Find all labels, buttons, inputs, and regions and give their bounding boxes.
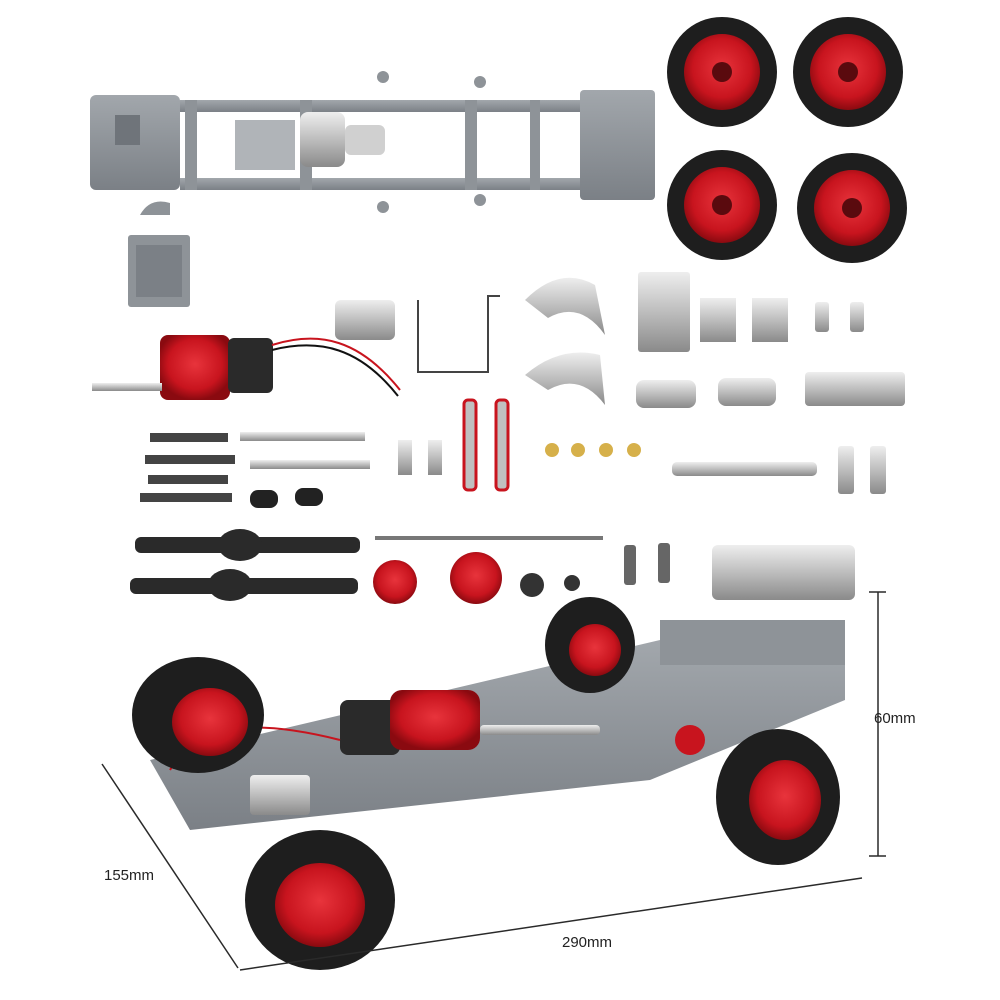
small-gray-clip-part [140,201,170,215]
silver-axle-bracket-part [805,372,905,406]
spare-wheel [667,150,777,260]
battery-tray-part [128,235,190,307]
spare-wheel [797,153,907,263]
chassis-wheel-front-right [545,597,635,693]
silver-bracket-part [700,298,736,342]
black-axle-housing-part [130,569,358,601]
dimension-line-length [239,877,863,971]
silver-steering-knuckle-part [718,378,776,406]
dimension-label-height: 60mm [874,710,916,727]
black-gear-part [520,573,580,597]
red-shock-absorber-part [462,398,510,492]
silver-suspension-arm-part [525,352,605,405]
steel-wire-part [417,295,500,373]
hex-adapter-part [624,543,670,585]
chassis-wheel-front-left [245,830,395,970]
steel-rod-part [375,536,603,540]
silver-gear-housing-part [335,300,395,340]
red-wheel-hub-part [373,552,502,604]
silver-post-part [850,302,864,332]
dimension-label-width: 155mm [104,867,155,884]
chassis-wheel-rear-right [716,729,840,865]
silver-battery-box-part [712,545,855,600]
chassis-wheel-rear-left [132,657,264,773]
silver-driveshaft-part [672,462,817,476]
silver-suspension-arm-part [525,277,605,335]
silver-post-part [815,302,829,332]
spare-wheel [793,17,903,127]
dimension-line-height [869,591,886,857]
silver-servo-mount-part [638,272,690,352]
silver-leaf-spring-part [240,432,370,469]
spare-wheel [667,17,777,127]
dimension-label-length: 290mm [562,934,613,951]
silver-hex-hub-part [838,446,886,494]
silver-link-mount-part [398,440,442,475]
rubber-bushing-part [250,488,323,508]
rod-end-part [545,443,641,457]
leaf-spring-part [140,433,235,502]
silver-bracket-part [752,298,788,342]
black-axle-housing-part [135,529,360,561]
silver-steering-knuckle-part [636,380,696,408]
chassis-frame-part [90,71,655,213]
dimension-line-width [101,763,239,969]
assembled-chassis [150,620,845,830]
red-motor-gearbox-part [92,335,401,400]
